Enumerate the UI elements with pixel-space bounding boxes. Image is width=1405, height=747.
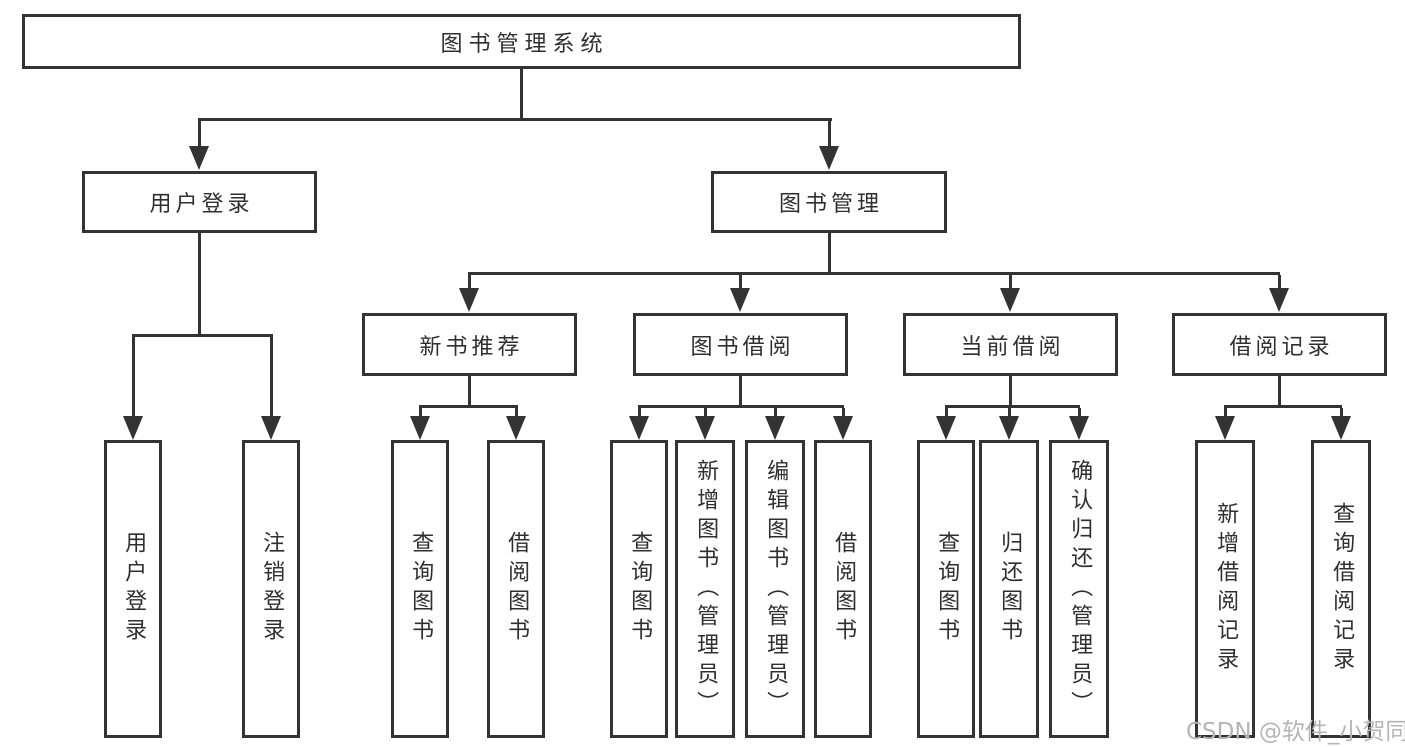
leaf-add-books-admin: 新增图书（管理员） xyxy=(675,440,735,738)
connector-line xyxy=(1009,275,1012,289)
node-user-login-label: 用户登录 xyxy=(149,192,254,217)
node-current-borrow-label: 当前借阅 xyxy=(960,334,1065,360)
arrowhead xyxy=(1069,416,1089,440)
leaf-edit-books-admin: 编辑图书（管理员） xyxy=(745,440,805,738)
leaf-query-books-3: 查询图书 xyxy=(917,440,975,738)
connector-line xyxy=(638,408,641,418)
leaf-logout-label: 注销登录 xyxy=(259,531,285,647)
arrowhead xyxy=(695,416,715,440)
connector-line xyxy=(1278,376,1281,408)
connector-line xyxy=(515,408,518,418)
leaf-query-borrow-record: 查询借阅记录 xyxy=(1311,440,1371,738)
node-book-borrow: 图书借阅 xyxy=(633,313,848,376)
connector-line xyxy=(1224,408,1227,418)
leaf-user-login: 用户登录 xyxy=(104,440,162,738)
arrowhead xyxy=(189,146,209,170)
arrowhead xyxy=(1215,416,1235,440)
connector-line xyxy=(828,121,831,148)
node-root: 图书管理系统 xyxy=(22,14,1021,69)
connector-line xyxy=(1278,275,1281,289)
node-root-label: 图书管理系统 xyxy=(440,31,609,57)
leaf-return-books-label: 归还图书 xyxy=(997,531,1023,647)
connector-line xyxy=(198,118,832,121)
arrowhead xyxy=(730,288,750,312)
connector-line xyxy=(1008,408,1011,418)
leaf-confirm-return-admin: 确认归还（管理员） xyxy=(1049,440,1109,738)
leaf-query-books-1-label: 查询图书 xyxy=(408,531,434,647)
leaf-query-books-2: 查询图书 xyxy=(610,440,668,738)
connector-line xyxy=(468,272,1280,275)
node-book-borrow-label: 图书借阅 xyxy=(690,334,795,360)
connector-line xyxy=(1340,408,1343,418)
leaf-query-books-3-label: 查询图书 xyxy=(934,531,960,647)
connector-line xyxy=(520,69,523,121)
connector-line xyxy=(945,408,948,418)
connector-line xyxy=(842,408,845,418)
connector-line xyxy=(132,334,273,337)
csdn-watermark: CSDN @软件_小贺同学 xyxy=(1186,719,1405,745)
leaf-add-borrow-record-label: 新增借阅记录 xyxy=(1213,502,1239,676)
connector-line xyxy=(828,233,831,275)
connector-line xyxy=(739,376,742,408)
connector-line xyxy=(419,408,422,418)
arrowhead xyxy=(833,416,853,440)
arrowhead xyxy=(459,288,479,312)
connector-line xyxy=(1009,376,1012,408)
node-borrow-records: 借阅记录 xyxy=(1172,313,1387,376)
connector-line xyxy=(270,337,273,418)
node-new-book-recommend-label: 新书推荐 xyxy=(419,334,524,360)
leaf-add-borrow-record: 新增借阅记录 xyxy=(1195,440,1255,738)
leaf-borrow-books-2: 借阅图书 xyxy=(814,440,872,738)
connector-line xyxy=(1078,408,1081,418)
leaf-query-borrow-record-label: 查询借阅记录 xyxy=(1329,502,1355,676)
node-current-borrow: 当前借阅 xyxy=(903,313,1118,376)
connector-line xyxy=(198,233,201,337)
node-user-login: 用户登录 xyxy=(82,171,317,233)
leaf-return-books: 归还图书 xyxy=(979,440,1039,738)
connector-line xyxy=(468,275,471,289)
connector-line xyxy=(1224,405,1342,408)
leaf-add-books-admin-label: 新增图书（管理员） xyxy=(693,458,719,720)
leaf-query-books-2-label: 查询图书 xyxy=(627,531,653,647)
connector-line xyxy=(198,121,201,148)
arrowhead xyxy=(506,416,526,440)
leaf-borrow-books-2-label: 借阅图书 xyxy=(831,531,857,647)
connector-line xyxy=(638,405,844,408)
node-book-management: 图书管理 xyxy=(711,171,947,233)
arrowhead xyxy=(1000,288,1020,312)
leaf-borrow-books-1-label: 借阅图书 xyxy=(504,531,530,647)
connector-line xyxy=(945,405,1080,408)
arrowhead xyxy=(261,416,281,440)
arrowhead xyxy=(1269,288,1289,312)
leaf-edit-books-admin-label: 编辑图书（管理员） xyxy=(763,458,789,720)
leaf-logout: 注销登录 xyxy=(242,440,300,738)
node-borrow-records-label: 借阅记录 xyxy=(1229,334,1334,360)
leaf-confirm-return-admin-label: 确认归还（管理员） xyxy=(1067,458,1093,720)
arrowhead xyxy=(819,146,839,170)
connector-line xyxy=(419,405,518,408)
leaf-borrow-books-1: 借阅图书 xyxy=(487,440,545,738)
connector-line xyxy=(132,337,135,418)
connector-line xyxy=(468,376,471,408)
arrowhead xyxy=(1331,416,1351,440)
leaf-query-books-1: 查询图书 xyxy=(391,440,449,738)
node-new-book-recommend: 新书推荐 xyxy=(362,313,577,376)
leaf-user-login-label: 用户登录 xyxy=(121,531,147,647)
arrowhead xyxy=(999,416,1019,440)
node-book-management-label: 图书管理 xyxy=(778,192,883,217)
connector-line xyxy=(739,275,742,289)
connector-line xyxy=(774,408,777,418)
arrowhead xyxy=(123,416,143,440)
arrowhead xyxy=(765,416,785,440)
arrowhead xyxy=(936,416,956,440)
arrowhead xyxy=(410,416,430,440)
arrowhead xyxy=(629,416,649,440)
connector-line xyxy=(704,408,707,418)
